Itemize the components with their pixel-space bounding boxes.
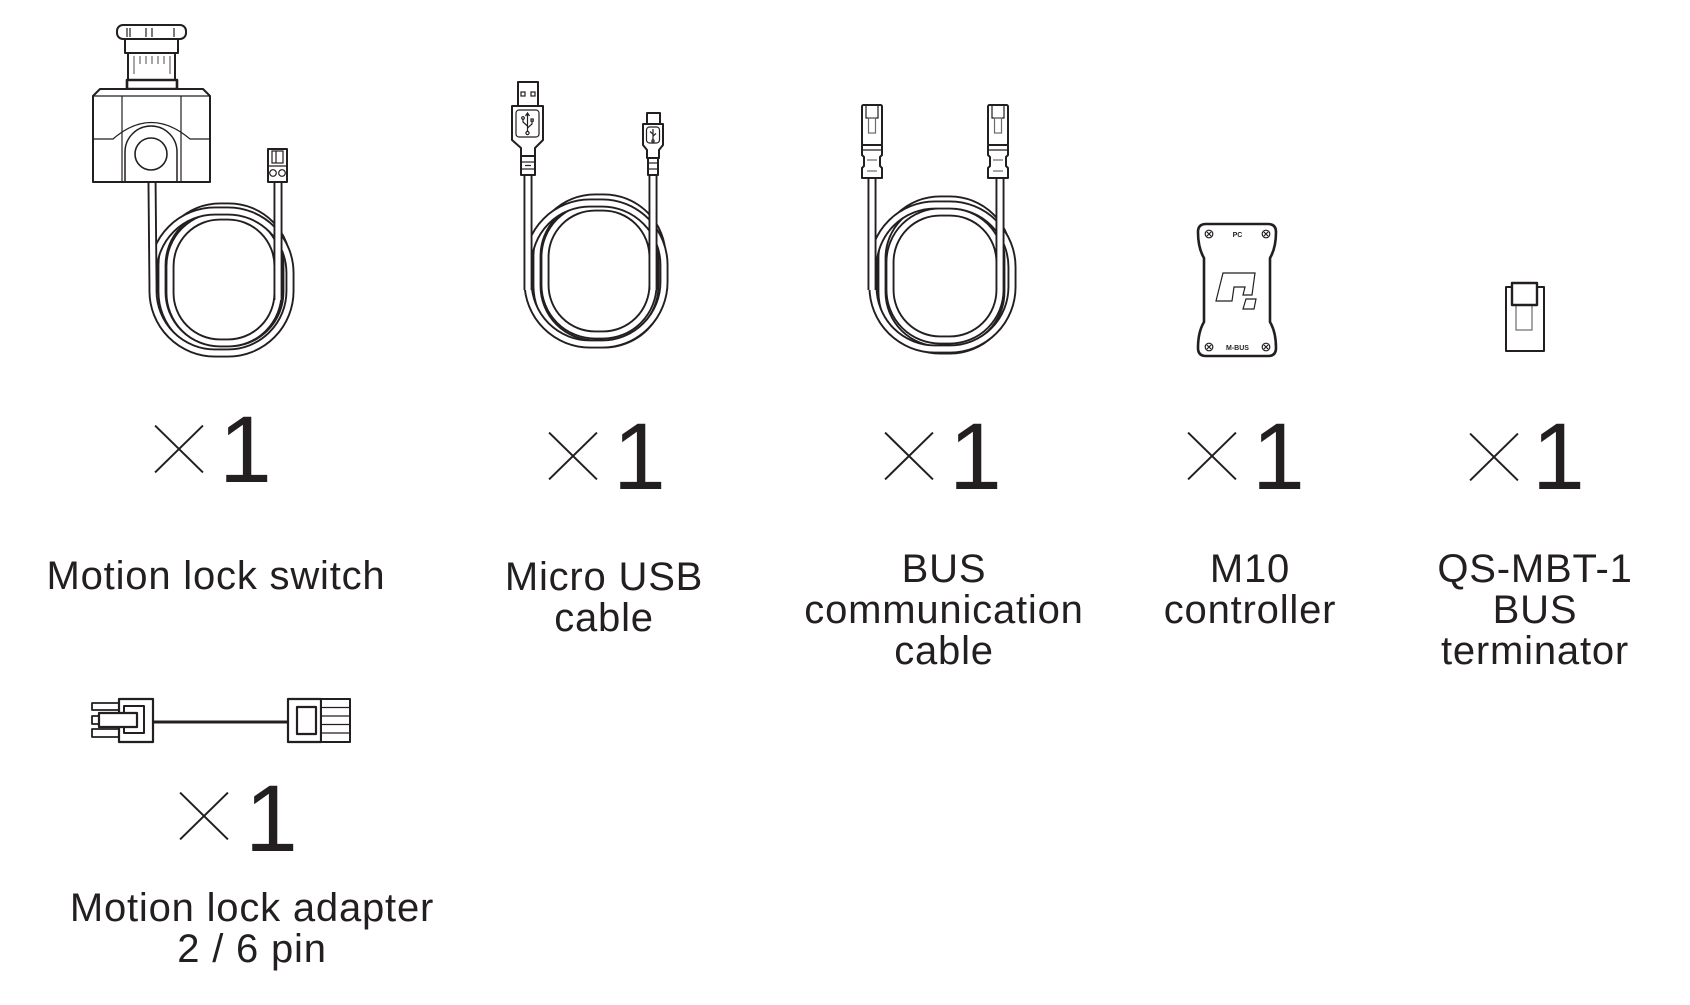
item-label-line: communication xyxy=(804,588,1084,632)
item-label: QS-MBT-1 BUS terminator xyxy=(1385,549,1685,672)
quantity-count: 1 xyxy=(613,404,666,510)
item-label-line: cable xyxy=(894,629,994,673)
item-label-line: terminator xyxy=(1440,629,1630,673)
quantity-count: 1 xyxy=(1532,404,1585,510)
brand-logo-icon xyxy=(1215,272,1257,310)
item-label: Motion lock adapter 2 / 6 pin xyxy=(52,888,452,970)
item-label-line: 2 / 6 pin xyxy=(177,927,327,971)
item-label-line: BUS xyxy=(901,547,987,591)
multiply-icon: × xyxy=(155,425,203,472)
item-label: M10 controller xyxy=(1050,549,1450,631)
controller-board-icon: PC M-BUS xyxy=(1196,222,1278,358)
item-label-line: Motion lock adapter xyxy=(69,886,435,930)
item-label-line: Micro USB xyxy=(504,555,704,599)
quantity-count: 1 xyxy=(219,397,272,503)
multiply-icon: × xyxy=(180,792,228,839)
screw-icon xyxy=(1204,229,1271,352)
adapter-cable-icon xyxy=(91,697,351,744)
quantity-count: 1 xyxy=(245,766,298,872)
multiply-icon: × xyxy=(1471,434,1517,479)
item-label: Micro USB cable xyxy=(404,557,804,639)
item-label-line: controller xyxy=(1163,588,1337,632)
item-label-line: BUS xyxy=(1492,588,1578,632)
controller-port-label-mbus: M-BUS xyxy=(1226,345,1249,352)
emergency-stop-switch-icon xyxy=(92,24,295,358)
multiply-icon: × xyxy=(885,432,933,479)
item-label-line: cable xyxy=(554,596,654,640)
bus-terminator-icon xyxy=(1505,281,1545,352)
usb-cable-icon xyxy=(511,81,669,349)
quantity-count: 1 xyxy=(1252,404,1305,510)
rj-cable-icon xyxy=(861,104,1017,355)
item-label: Motion lock switch xyxy=(16,556,416,597)
multiply-icon: × xyxy=(549,432,597,479)
item-label-line: M10 xyxy=(1209,547,1291,591)
item-label-line: QS-MBT-1 xyxy=(1437,547,1633,591)
multiply-icon: × xyxy=(1188,432,1236,479)
item-label-line: Motion lock switch xyxy=(46,554,386,598)
controller-port-label-pc: PC xyxy=(1233,232,1243,239)
item-label: BUS communication cable xyxy=(744,549,1144,672)
quantity-count: 1 xyxy=(949,404,1002,510)
